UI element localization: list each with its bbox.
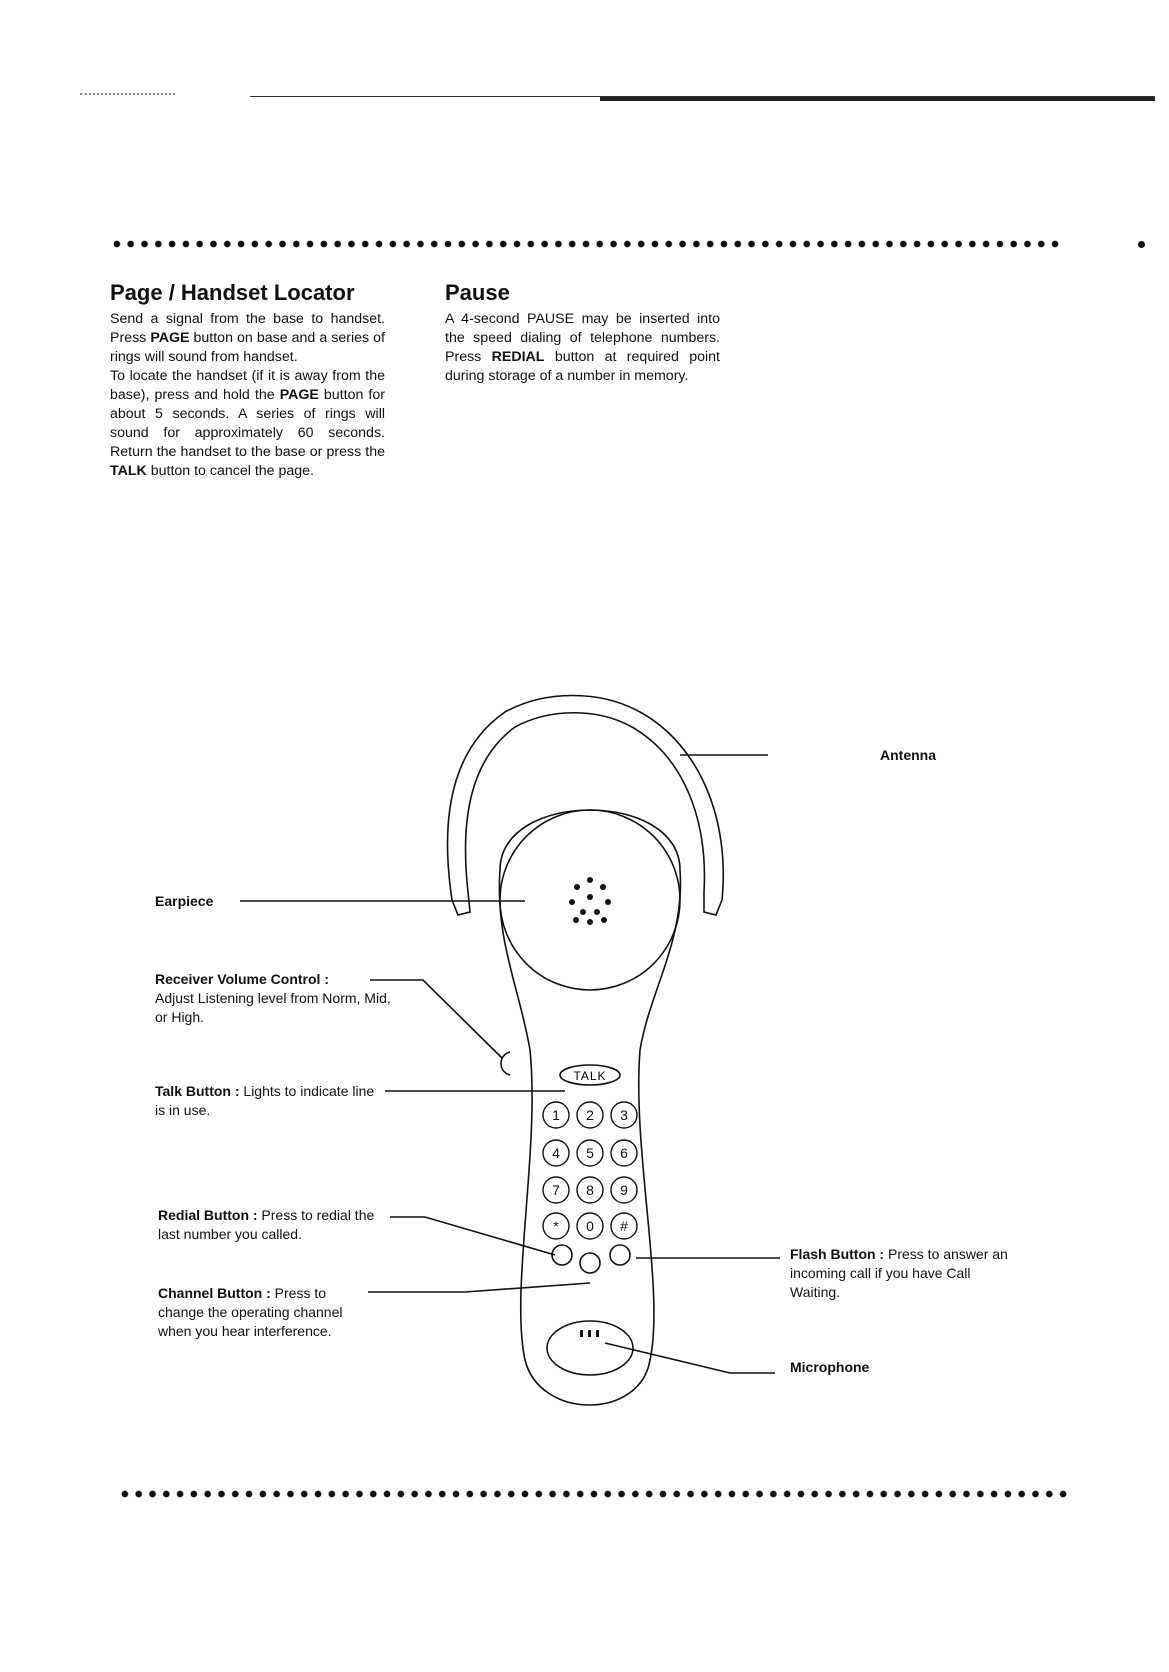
antenna-outer <box>446 694 725 901</box>
label-earpiece: Earpiece <box>155 893 214 909</box>
keypad-key-label: 4 <box>552 1145 560 1161</box>
section-title-page-locator: Page / Handset Locator <box>110 280 355 305</box>
antenna-inner <box>464 711 706 893</box>
top-rule-thick <box>600 97 1155 101</box>
keypad-key-5 <box>610 1139 638 1167</box>
microphone-ellipse <box>546 1320 634 1376</box>
pause-paragraph: A 4-second PAUSE may be inserted into th… <box>445 311 720 384</box>
keypad-key-label: 1 <box>552 1107 560 1123</box>
keypad-key-label: * <box>553 1218 559 1234</box>
keypad-key-6 <box>542 1176 570 1204</box>
keypad-key-7 <box>576 1176 604 1204</box>
page-locator-section: Page / Handset Locator Send a signal fro… <box>110 280 385 481</box>
label-antenna: Antenna <box>880 747 936 763</box>
keypad-key-10 <box>576 1212 604 1240</box>
keypad-key-11 <box>610 1212 638 1240</box>
label-redial-button: Redial Button : Press to redial the last… <box>158 1207 375 1242</box>
keypad-key-label: 7 <box>552 1182 560 1198</box>
bottom-dot-divider <box>118 1490 1073 1498</box>
page-locator-paragraph-1: Send a signal from the base to handset. … <box>110 311 385 365</box>
keypad-key-label: 8 <box>586 1182 594 1198</box>
label-talk-button: Talk Button : Lights to indicate line is… <box>155 1083 375 1118</box>
keypad-key-label: 2 <box>586 1107 594 1123</box>
keypad-key-0 <box>542 1101 570 1129</box>
keypad-key-9 <box>542 1212 570 1240</box>
keypad-key-label: 5 <box>586 1145 594 1161</box>
top-rule <box>250 96 1155 97</box>
label-microphone: Microphone <box>790 1359 870 1375</box>
section-title-pause: Pause <box>445 280 510 305</box>
earpiece-circle <box>499 809 681 991</box>
stray-dot <box>1138 241 1145 248</box>
keypad-key-3 <box>542 1139 570 1167</box>
pause-section: Pause A 4-second PAUSE may be inserted i… <box>445 280 720 386</box>
keypad-key-4 <box>576 1139 604 1167</box>
keypad-key-8 <box>610 1176 638 1204</box>
label-channel-button: Channel Button : Press to change the ope… <box>158 1285 343 1339</box>
keypad-key-label: 6 <box>620 1145 628 1161</box>
keypad-key-2 <box>610 1101 638 1129</box>
label-receiver-volume: Receiver Volume Control :Adjust Listenin… <box>155 971 391 1025</box>
keypad-key-label: # <box>620 1218 628 1234</box>
handset-body <box>498 809 682 1406</box>
label-flash-button: Flash Button : Press to answer an incomi… <box>790 1246 1008 1300</box>
page-locator-paragraph-2: To locate the handset (if it is away fro… <box>110 368 385 479</box>
keypad-key-label: 0 <box>586 1218 594 1234</box>
top-dot-divider <box>110 240 1065 248</box>
talk-key-label: TALK <box>573 1069 606 1083</box>
keypad-key-label: 3 <box>620 1107 628 1123</box>
keypad-key-1 <box>576 1101 604 1129</box>
earpiece-holes <box>569 877 611 925</box>
talk-key-shape <box>559 1064 621 1086</box>
scan-artifact-dots <box>80 93 175 95</box>
keypad-key-label: 9 <box>620 1182 628 1198</box>
